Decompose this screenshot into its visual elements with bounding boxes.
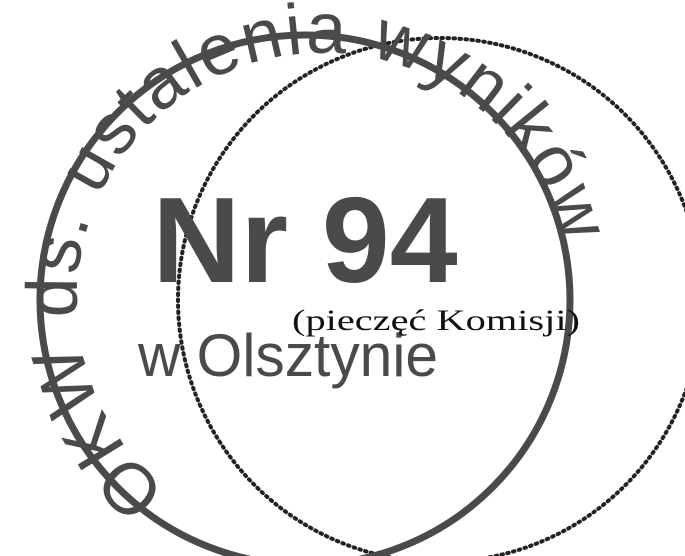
- stamp-caption: (pieczęć Komisji): [292, 304, 580, 337]
- stamp-number: Nr 94: [152, 172, 457, 308]
- seal-placeholder-circle: [176, 36, 685, 556]
- stamp-location: w Olsztynie: [137, 322, 438, 389]
- stamp-ring: [36, 31, 574, 556]
